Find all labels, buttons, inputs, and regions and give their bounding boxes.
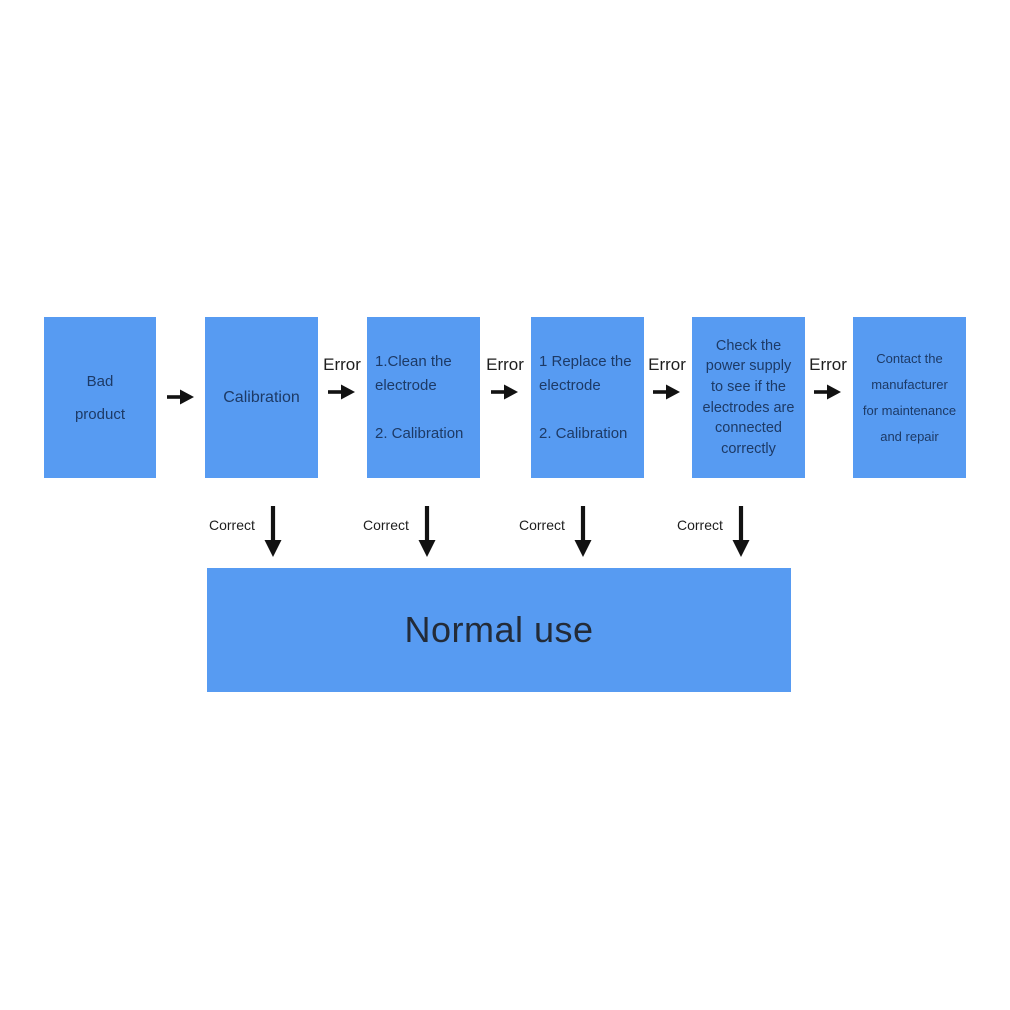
flow-box-clean-electrode-label: 1.Clean the electrode 2. Calibration [375,352,464,442]
arrow-down-icon [572,505,594,559]
connector-error-2: Error [475,354,535,403]
flow-box-normal-use-label: Normal use [404,609,594,650]
flow-box-check-power-supply: Check the power supply to see if the ele… [692,317,805,478]
error-label: Error [323,355,361,374]
arrow-right-icon [652,381,682,403]
flow-box-calibration-label: Calibration [223,388,300,406]
flow-box-clean-electrode: 1.Clean the electrode 2. Calibration [367,317,480,478]
arrow-right-icon [166,386,196,408]
correct-label: Correct [363,517,409,533]
error-label: Error [809,355,847,374]
correct-label: Correct [209,517,255,533]
arrow-down-icon [262,505,284,559]
connector-bad-to-calibration [151,386,211,408]
flow-box-bad-product: Bad product [44,317,156,478]
flow-box-replace-electrode-label: 1 Replace the electrode 2. Calibration [539,352,632,442]
flow-box-bad-product-label: Bad product [74,372,126,423]
flow-box-normal-use: Normal use [207,568,791,692]
connector-error-1: Error [312,354,372,403]
correct-label: Correct [519,517,565,533]
arrow-right-icon [813,381,843,403]
error-label: Error [486,355,524,374]
flow-box-contact-manufacturer-label: Contact the manufacturer for maintenance… [862,350,957,444]
flow-box-contact-manufacturer: Contact the manufacturer for maintenance… [853,317,966,478]
flow-box-calibration: Calibration [205,317,318,478]
connector-error-4: Error [798,354,858,403]
arrow-down-icon [416,505,438,559]
flow-box-replace-electrode: 1 Replace the electrode 2. Calibration [531,317,644,478]
arrow-right-icon [490,381,520,403]
connector-error-3: Error [637,354,697,403]
correct-label: Correct [677,517,723,533]
arrow-right-icon [327,381,357,403]
flow-box-check-power-supply-label: Check the power supply to see if the ele… [702,337,795,457]
arrow-down-icon [730,505,752,559]
error-label: Error [648,355,686,374]
